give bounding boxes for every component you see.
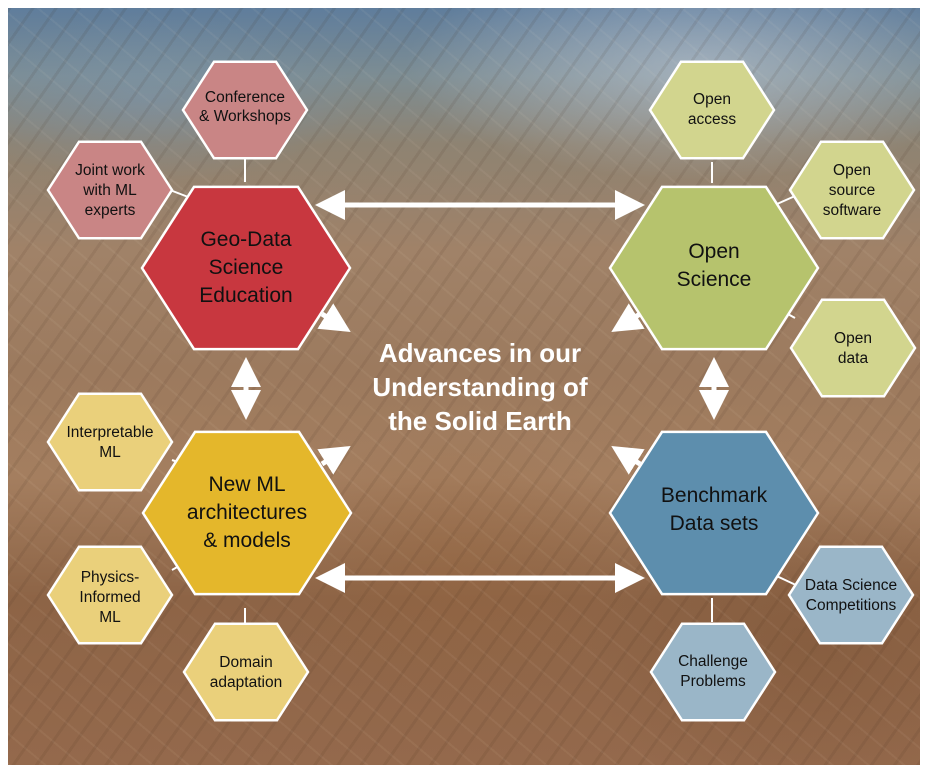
center-line-3: the Solid Earth <box>388 406 571 436</box>
hub-benchmark-label: Benchmark Data sets <box>661 484 768 535</box>
arrow-open-science-center <box>611 303 645 332</box>
conference-label: Conference & Workshops <box>199 89 291 125</box>
open-access-line-2: access <box>688 111 736 128</box>
open-source-line-2: source <box>829 182 876 199</box>
hub-education-line-3: Education <box>199 284 292 307</box>
diagram-canvas: Advances in our Understanding of the Sol… <box>46 60 917 722</box>
hub-open-science-hexagon <box>608 185 820 351</box>
open-access-label: Open access <box>688 91 736 128</box>
joint-work-label: Joint work with ML experts <box>75 162 145 219</box>
joint-work-line-2: with ML <box>82 182 137 199</box>
domain-hexagon <box>182 622 310 722</box>
conference-line-1: Conference <box>205 89 285 106</box>
competitions-label: Data Science Competitions <box>805 577 897 614</box>
hub-ml-line-1: New ML <box>208 473 285 496</box>
hub-education-line-1: Geo-Data <box>200 228 291 251</box>
domain-label: Domain adaptation <box>210 654 282 691</box>
open-source-hexagon <box>788 140 916 240</box>
interpretable-line-1: Interpretable <box>66 424 153 441</box>
physics-label: Physics- Informed ML <box>79 569 140 626</box>
interpretable-line-2: ML <box>99 444 121 461</box>
arrow-benchmark-center <box>611 446 645 475</box>
domain-line-2: adaptation <box>210 674 282 691</box>
domain-line-1: Domain <box>219 654 272 671</box>
challenge-label: Challenge Problems <box>678 653 748 690</box>
hub-ml-label: New ML architectures & models <box>187 473 307 552</box>
hub-education-line-2: Science <box>209 256 284 279</box>
hub-education-hexagon <box>140 185 352 351</box>
hexagon-layer <box>46 60 917 722</box>
open-access-hexagon <box>648 60 776 160</box>
open-source-line-3: software <box>823 202 882 219</box>
physics-line-2: Informed <box>79 589 140 606</box>
conference-hexagon <box>181 60 309 160</box>
center-line-2: Understanding of <box>372 372 588 402</box>
joint-work-line-3: experts <box>85 202 136 219</box>
arrow-ml-center <box>317 446 351 475</box>
center-line-1: Advances in our <box>379 338 581 368</box>
open-data-hexagon <box>789 298 917 398</box>
challenge-line-2: Problems <box>680 673 746 690</box>
interpretable-label: Interpretable ML <box>66 424 153 461</box>
hub-open-science-label: Open Science <box>677 240 752 291</box>
arrow-education-center <box>317 303 351 332</box>
hub-education-label: Geo-Data Science Education <box>199 228 292 307</box>
physics-line-1: Physics- <box>81 569 140 586</box>
competitions-line-1: Data Science <box>805 577 897 594</box>
open-data-line-2: data <box>838 350 869 367</box>
hub-open-science-line-1: Open <box>688 240 739 263</box>
hub-benchmark-hexagon <box>608 430 820 596</box>
challenge-line-1: Challenge <box>678 653 748 670</box>
physics-hexagon <box>46 545 174 645</box>
diagram-frame: Advances in our Understanding of the Sol… <box>8 8 920 765</box>
physics-line-3: ML <box>99 609 121 626</box>
hub-benchmark-line-2: Data sets <box>670 512 759 535</box>
arrows <box>231 190 729 593</box>
open-source-line-1: Open <box>833 162 871 179</box>
center-title: Advances in our Understanding of the Sol… <box>372 338 588 436</box>
hub-ml-line-3: & models <box>203 529 291 552</box>
hub-ml-hexagon <box>141 430 353 596</box>
hub-open-science-line-2: Science <box>677 268 752 291</box>
hub-ml-line-2: architectures <box>187 501 307 524</box>
conference-line-2: & Workshops <box>199 108 291 125</box>
competitions-hexagon <box>787 545 915 645</box>
open-access-line-1: Open <box>693 91 731 108</box>
joint-work-hexagon <box>46 140 174 240</box>
challenge-hexagon <box>649 622 777 722</box>
open-data-line-1: Open <box>834 330 872 347</box>
hub-benchmark-line-1: Benchmark <box>661 484 768 507</box>
competitions-line-2: Competitions <box>806 597 897 614</box>
interpretable-hexagon <box>46 392 174 492</box>
open-data-label: Open data <box>834 330 872 367</box>
open-source-label: Open source software <box>823 162 882 219</box>
joint-work-line-1: Joint work <box>75 162 145 179</box>
